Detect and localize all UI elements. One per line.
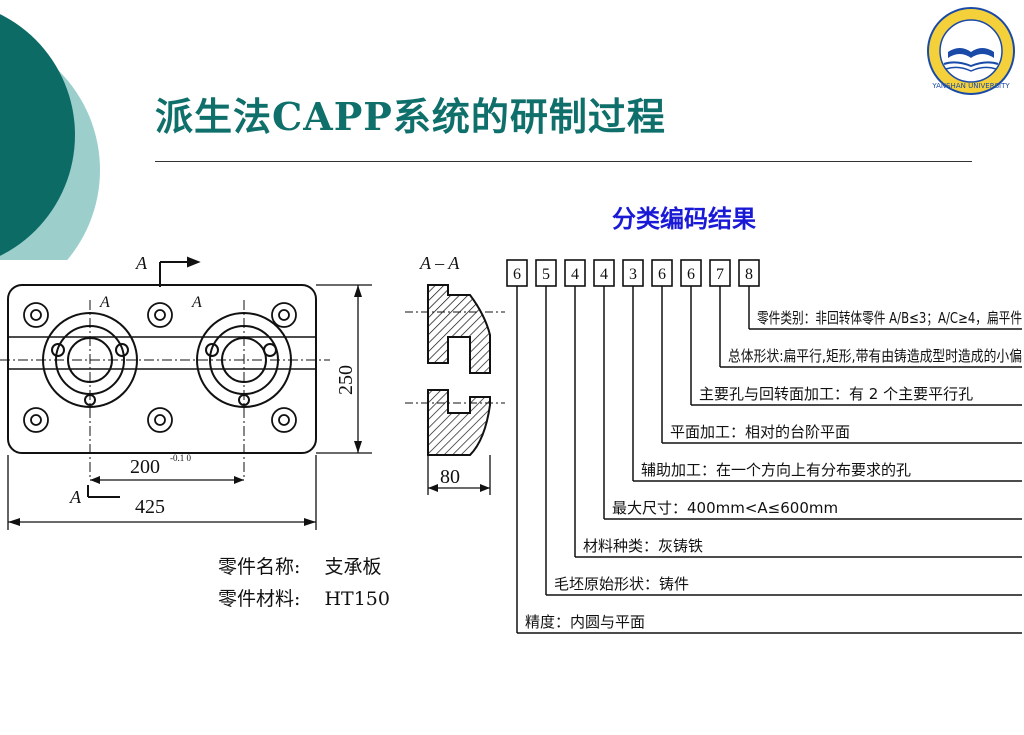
svg-text:A: A xyxy=(99,294,110,311)
part-material-value: HT150 xyxy=(324,588,390,610)
dim-height: 250 xyxy=(335,365,357,395)
code-description: 精度：内圆与平面 xyxy=(525,613,645,631)
part-material-row: 零件材料: HT150 xyxy=(218,584,390,611)
bolt-holes xyxy=(23,302,297,433)
code-description: 零件类别：非回转体零件 A/B≤3；A/C≥4，扁平件 xyxy=(757,309,1022,327)
part-name-value: 支承板 xyxy=(324,556,382,578)
section-view xyxy=(405,284,505,495)
code-digit: 4 xyxy=(571,266,579,283)
code-digit: 8 xyxy=(745,266,753,283)
dim-thickness: 80 xyxy=(440,466,460,488)
code-digit: 6 xyxy=(513,266,521,283)
code-description: 平面加工：相对的台阶平面 xyxy=(670,423,850,441)
part-drawing: A A A A 200 -0.1 0 425 250 A – A xyxy=(0,245,505,545)
part-material-label: 零件材料: xyxy=(218,588,301,610)
part-name-row: 零件名称: 支承板 xyxy=(218,552,381,579)
classification-code-diagram: 6 5 4 4 3 6 6 7 8 零件类别：非回转体零件 A/B≤3；A/C≥4，扁平件总体形状… xyxy=(505,255,1024,645)
slide-subtitle: 分类编码结果 xyxy=(612,205,756,233)
logo-text: YANSHAN UNIVERSITY xyxy=(931,82,1010,90)
decorative-circles xyxy=(0,0,120,260)
code-description: 最大尺寸：400mm<A≤600mm xyxy=(612,499,838,517)
section-view-label: A – A xyxy=(419,253,460,273)
code-digit: 6 xyxy=(687,266,695,283)
part-name-label: 零件名称: xyxy=(218,556,301,578)
deco-dark-circle xyxy=(0,14,75,256)
slide-title: 派生法CAPP系统的研制过程 xyxy=(155,94,666,139)
section-marker-top: A xyxy=(135,253,148,273)
code-description: 毛坯原始形状：铸件 xyxy=(554,575,689,593)
dim-hole-spacing: 200 xyxy=(130,456,160,478)
dim-width: 425 xyxy=(135,496,165,518)
code-digit: 5 xyxy=(542,266,550,283)
code-description: 主要孔与回转面加工：有 2 个主要平行孔 xyxy=(699,385,973,403)
code-digit: 4 xyxy=(600,266,608,283)
code-digit: 6 xyxy=(658,266,666,283)
section-marker-bottom: A xyxy=(69,487,82,507)
dim-hole-tolerance: -0.1 0 xyxy=(170,453,191,463)
code-digit: 7 xyxy=(716,266,724,283)
yanshan-university-logo: YANSHAN UNIVERSITY xyxy=(926,6,1016,96)
code-description: 总体形状:扁平行,矩形,带有由铸造成型时造成的小偏 xyxy=(728,347,1022,365)
code-digit: 3 xyxy=(629,266,637,283)
title-divider xyxy=(155,161,972,162)
svg-text:A: A xyxy=(191,294,202,311)
code-description: 辅助加工：在一个方向上有分布要求的孔 xyxy=(641,461,911,479)
code-description: 材料种类：灰铸铁 xyxy=(583,537,703,555)
